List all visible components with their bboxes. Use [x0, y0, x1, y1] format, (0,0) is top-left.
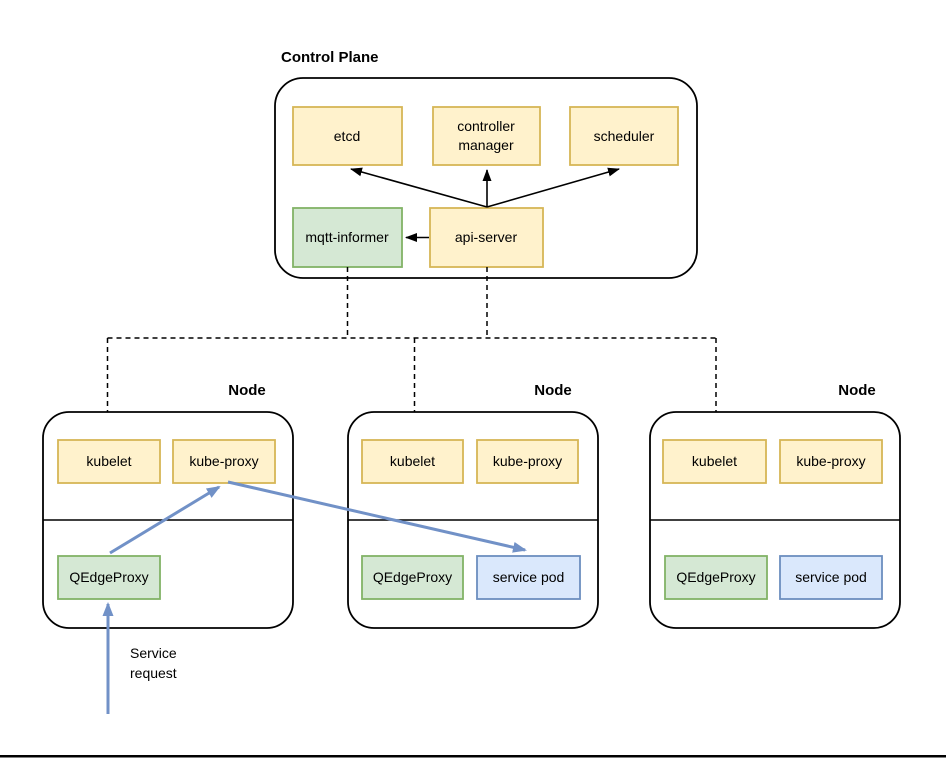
node2-kubelet-label: kubelet [390, 453, 435, 469]
node1-qedgeproxy-label: QEdgeProxy [69, 569, 148, 585]
node1-kubelet-label: kubelet [86, 453, 131, 469]
api-server-label: api-server [455, 229, 518, 245]
controller-manager-box [432, 106, 541, 166]
service-request-arrow-kube-proxy-to-service-pod [227, 480, 527, 553]
node3-qedgeproxy-box [664, 555, 768, 600]
node2-service-pod-box [476, 555, 581, 600]
node1-group: Node kubelet kube-proxy QEdgeProxy [42, 382, 294, 629]
node1-kube-proxy-box [172, 439, 276, 484]
node3-qedgeproxy-label: QEdgeProxy [676, 569, 755, 585]
node1-title: Node [228, 382, 266, 399]
controller-manager-label-line1: controller [457, 118, 515, 134]
arrow-apiserver-to-etcd [350, 167, 488, 208]
node2-title: Node [534, 382, 572, 399]
controller-manager-label-line2: manager [458, 137, 514, 153]
node2-kube-proxy-box [476, 439, 579, 484]
node3-service-pod-label: service pod [795, 569, 867, 585]
arrow-apiserver-to-scheduler [486, 167, 620, 208]
node2-kube-proxy-label: kube-proxy [493, 453, 562, 469]
scheduler-label: scheduler [594, 128, 655, 144]
node2-qedgeproxy-label: QEdgeProxy [373, 569, 452, 585]
node2-qedgeproxy-box [361, 555, 464, 600]
service-request-flow-group: Service request [102, 480, 527, 714]
node1-qedgeproxy-box [57, 555, 161, 600]
mqtt-informer-label: mqtt-informer [305, 229, 389, 245]
service-request-arrow-qedgeproxy-to-kube-proxy [109, 485, 221, 555]
control-plane-title: Control Plane [281, 49, 379, 66]
node3-group: Node kubelet kube-proxy QEdgeProxy servi… [649, 382, 901, 629]
etcd-label: etcd [334, 128, 360, 144]
node3-kubelet-label: kubelet [692, 453, 737, 469]
node3-kube-proxy-box [779, 439, 883, 484]
etcd-box [292, 106, 403, 166]
mqtt-informer-box [292, 207, 403, 268]
node2-group: Node kubelet kube-proxy QEdgeProxy servi… [347, 382, 599, 629]
node1-kubelet-box [57, 439, 161, 484]
service-request-label-line2: request [130, 665, 177, 681]
control-plane-group: Control Plane etcd controller manager sc… [274, 49, 698, 279]
node2-kubelet-box [361, 439, 464, 484]
service-request-label-line1: Service [130, 645, 177, 661]
node3-title: Node [838, 382, 876, 399]
node2-service-pod-label: service pod [493, 569, 565, 585]
node3-kubelet-box [662, 439, 767, 484]
node3-service-pod-box [779, 555, 883, 600]
bottom-rule [0, 755, 946, 758]
scheduler-box [569, 106, 679, 166]
node1-kube-proxy-label: kube-proxy [189, 453, 258, 469]
node3-kube-proxy-label: kube-proxy [796, 453, 865, 469]
